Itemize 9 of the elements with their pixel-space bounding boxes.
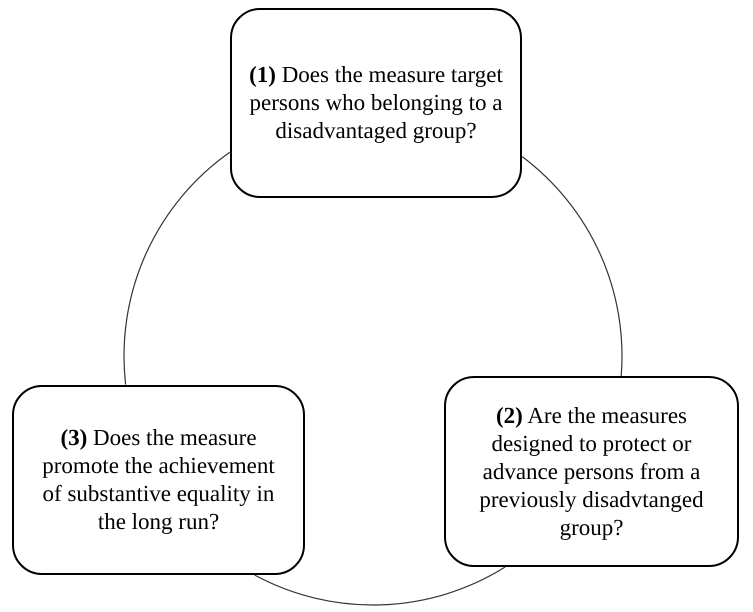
circle-arc-connector: [254, 566, 506, 606]
question-box: [444, 376, 739, 567]
question-box: [12, 385, 305, 575]
circle-arc-connector: [522, 156, 622, 376]
question-text: (3) Does the measure promote the achievement of substantive equality in the long run?: [41, 424, 276, 536]
question-box: [230, 8, 522, 198]
question-text: (2) Are the measures designed to protect or advance persons from a previously disadvtanged group?: [478, 402, 705, 542]
circle-arc-connector: [123, 152, 230, 385]
question-text: (1) Does the measure target persons who belonging to a disadvantaged group?: [248, 61, 504, 145]
